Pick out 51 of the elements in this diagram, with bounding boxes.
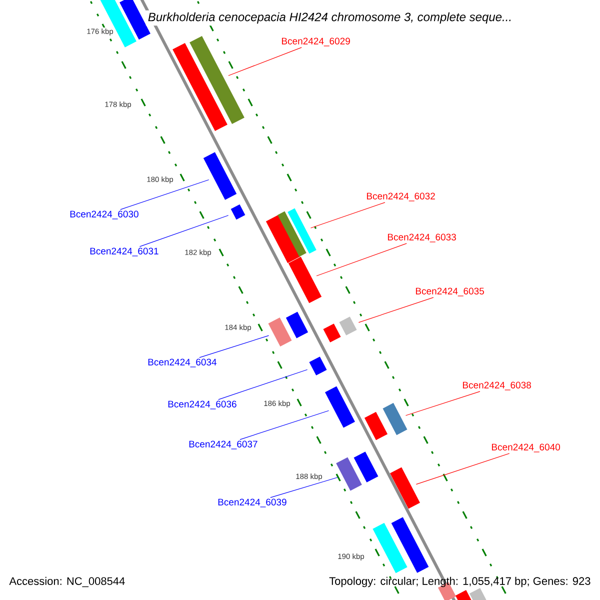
gene-feature	[288, 256, 322, 304]
leader-line	[240, 410, 330, 440]
gene-feature	[203, 152, 237, 200]
gene-label: Bcen2424_6037	[189, 440, 258, 450]
gene-feature	[190, 36, 244, 124]
leader-line	[358, 297, 434, 323]
gene-feature	[266, 214, 300, 264]
title: Burkholderia cenocepacia HI2424 chromosome 3, complete seque...	[146, 10, 514, 26]
leader-line	[405, 391, 480, 416]
gene-feature	[382, 402, 408, 436]
gene-label: Bcen2424_6030	[70, 210, 138, 220]
gene-label: Bcen2424_6036	[168, 400, 236, 410]
footer-text: Topology: circular; Length: 1,055,417 bp; Genes: 923	[329, 576, 590, 588]
gene-label: Bcen2424_6032	[367, 192, 435, 202]
leader-line	[310, 202, 386, 228]
gene-feature	[323, 324, 341, 342]
gene-feature	[391, 517, 429, 573]
gene-feature	[100, 0, 136, 48]
gene-feature	[339, 316, 357, 336]
gene-feature	[268, 317, 292, 347]
footer-text: Accession: NC_008544	[8, 576, 126, 588]
leader-line	[316, 243, 407, 276]
gene-feature	[286, 312, 308, 338]
gene-feature	[325, 386, 355, 428]
leader-line	[199, 335, 270, 358]
leader-line	[416, 453, 510, 485]
gene-feature	[288, 208, 316, 254]
gene-feature	[309, 356, 327, 376]
gene-feature	[372, 522, 408, 574]
gene-feature	[336, 457, 362, 491]
gene-feature	[230, 204, 246, 220]
gene-label: Bcen2424_6034	[148, 358, 216, 368]
gene-label: Bcen2424_6033	[388, 234, 456, 242]
gene-feature	[354, 452, 378, 482]
leader-line	[218, 369, 308, 400]
gene-label: Bcen2424_6031	[90, 248, 158, 256]
gene-feature	[278, 211, 306, 257]
gene-label: Bcen2424_6040	[492, 444, 560, 452]
gene-label: Bcen2424_6035	[416, 288, 484, 296]
gene-label: Bcen2424_6039	[218, 498, 286, 508]
gene-label: Bcen2424_6029	[282, 38, 350, 46]
gene-feature	[455, 590, 473, 600]
leader-line	[228, 47, 302, 76]
gene-feature	[469, 588, 487, 600]
gene-feature	[390, 467, 420, 509]
leader-line	[139, 215, 229, 247]
gene-feature	[172, 42, 228, 132]
leader-line	[120, 179, 210, 210]
gene-label: Bcen2424_6038	[463, 382, 531, 390]
leader-line	[270, 477, 338, 498]
gene-feature	[364, 412, 388, 440]
